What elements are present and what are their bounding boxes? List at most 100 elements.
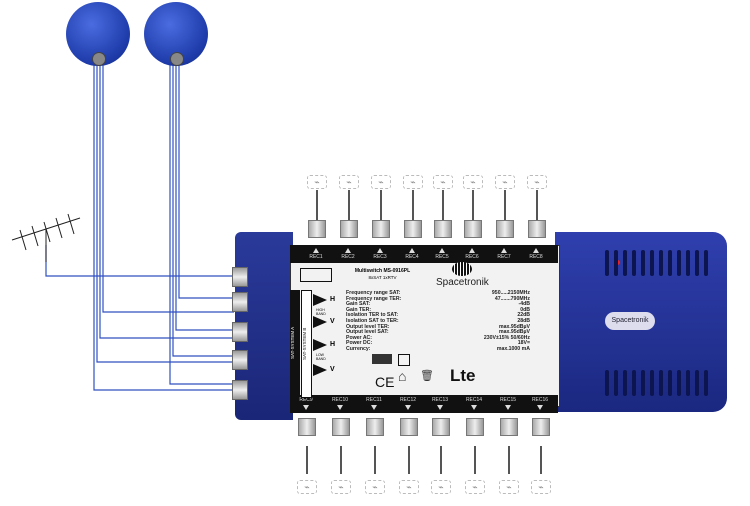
output-connector-bottom[interactable] [432,418,450,436]
arrow-down-icon [303,405,309,410]
system-a-label: SAT-SYSTEM A [290,290,300,396]
spec-key: Output level TER: [346,323,390,330]
globe-logo-icon [452,262,472,276]
wire-dish1-d [102,60,234,313]
receiver-cable-icon: ⌁ [339,175,359,189]
arrow-down-icon [405,405,411,410]
vent-slot [668,370,672,396]
output-connector-top[interactable] [372,220,390,238]
spec-value: max.1000 mA [496,346,530,352]
input-arrow-icon [313,294,327,306]
band-label: HIGH BAND [316,308,326,316]
input-sat-1[interactable] [232,292,248,312]
output-connector-top[interactable] [404,220,422,238]
output-label: REC16 [531,397,549,403]
receiver-cable-icon: ⌁ [527,175,547,189]
input-sat-3[interactable] [232,350,248,370]
output-connector-top[interactable] [496,220,514,238]
output-label: REC3 [373,254,387,260]
output-label: REC8 [529,254,543,260]
spec-key: Isolation TER to SAT: [346,312,399,319]
vent-slot [650,370,654,396]
polarity-label: V [330,318,335,325]
spec-row: Output level TER:max.95dBµV [346,323,530,330]
spec-row: Gain SAT:-4dB [346,301,530,308]
vent-slot [695,250,699,276]
arrow-up-icon [409,248,415,253]
input-sat-2[interactable] [232,322,248,342]
arrow-up-icon [345,248,351,253]
wire-terrestrial [45,245,234,277]
input-terrestrial[interactable] [232,267,248,287]
output-label: REC2 [341,254,355,260]
output-connector-bottom[interactable] [466,418,484,436]
lnb-2 [170,52,184,66]
spec-key: Gain SAT: [346,301,371,308]
vent-slot [614,250,618,276]
output-label: REC7 [497,254,511,260]
output-connector-top[interactable] [434,220,452,238]
receiver-cable-icon: ⌁ [365,480,385,494]
spec-value: max.95dBµV [499,329,530,336]
spec-key: Output level SAT: [346,329,389,336]
terrestrial-input-icon [300,268,332,282]
spec-key: Currency: [346,346,371,352]
receiver-cable-icon: ⌁ [495,175,515,189]
receiver-cable-icon: ⌁ [331,480,351,494]
input-sat-4[interactable] [232,380,248,400]
arrow-up-icon [439,248,445,253]
output-connector-bottom[interactable] [532,418,550,436]
spec-row: Currency: max.1000 mA [346,346,530,352]
wire-dish1-c [99,60,234,339]
vent-slot [623,250,627,276]
output-label: REC11 [366,397,382,403]
output-connector-bottom[interactable] [332,418,350,436]
terrestrial-antenna-icon [11,213,81,262]
output-connector-bottom[interactable] [500,418,518,436]
spec-value: 47.......790MHz [494,295,530,302]
spec-row: Power DC:18V= [346,340,530,346]
output-label: REC10 [331,397,349,403]
output-label: REC15 [499,397,517,403]
brand-name: Spacetronik [436,277,489,288]
output-label: REC13 [431,397,449,403]
spec-value: 22dB [517,312,530,319]
lnb-1 [92,52,106,66]
arrow-up-icon [533,248,539,253]
receiver-cable-icon: ⌁ [433,175,453,189]
output-label: REC5 [435,254,449,260]
wire-dish1-a [93,60,234,391]
output-connector-bottom[interactable] [298,418,316,436]
output-label: REC9 [299,397,313,403]
arrow-up-icon [313,248,319,253]
vent-slot [605,250,609,276]
output-connector-top[interactable] [308,220,326,238]
polarity-label: H [330,341,336,348]
spec-row: Power AC:230V±15% 50/60Hz [346,335,530,341]
spec-row: Frequency range SAT:950.....2150MHz [346,290,530,296]
side-brand-badge: Spacetronik [605,312,655,330]
model-subtitle: 8xSAT 1xRTV [368,275,397,280]
spec-value: 950.....2150MHz [491,290,530,296]
output-connector-top[interactable] [340,220,358,238]
vent-slot [677,370,681,396]
spec-key: Isolation SAT to TER: [346,318,399,324]
spec-key: Gain TER: [346,306,372,313]
arrow-down-icon [437,405,443,410]
output-connector-top[interactable] [464,220,482,238]
output-label: REC6 [465,254,479,260]
vent-slot [641,250,645,276]
wire-dish1-b [96,60,234,363]
indoor-house-icon: ⌂ [398,368,407,384]
weee-bin-icon: 🗑 [420,370,434,382]
output-connector-top[interactable] [528,220,546,238]
output-connector-bottom[interactable] [366,418,384,436]
vent-slot [650,250,654,276]
polarity-label: V [330,366,335,373]
vent-slot [686,250,690,276]
output-connector-bottom[interactable] [400,418,418,436]
wire-dish2-b [172,60,234,357]
input-arrow-icon [313,339,327,351]
top-output-strip [290,245,558,263]
